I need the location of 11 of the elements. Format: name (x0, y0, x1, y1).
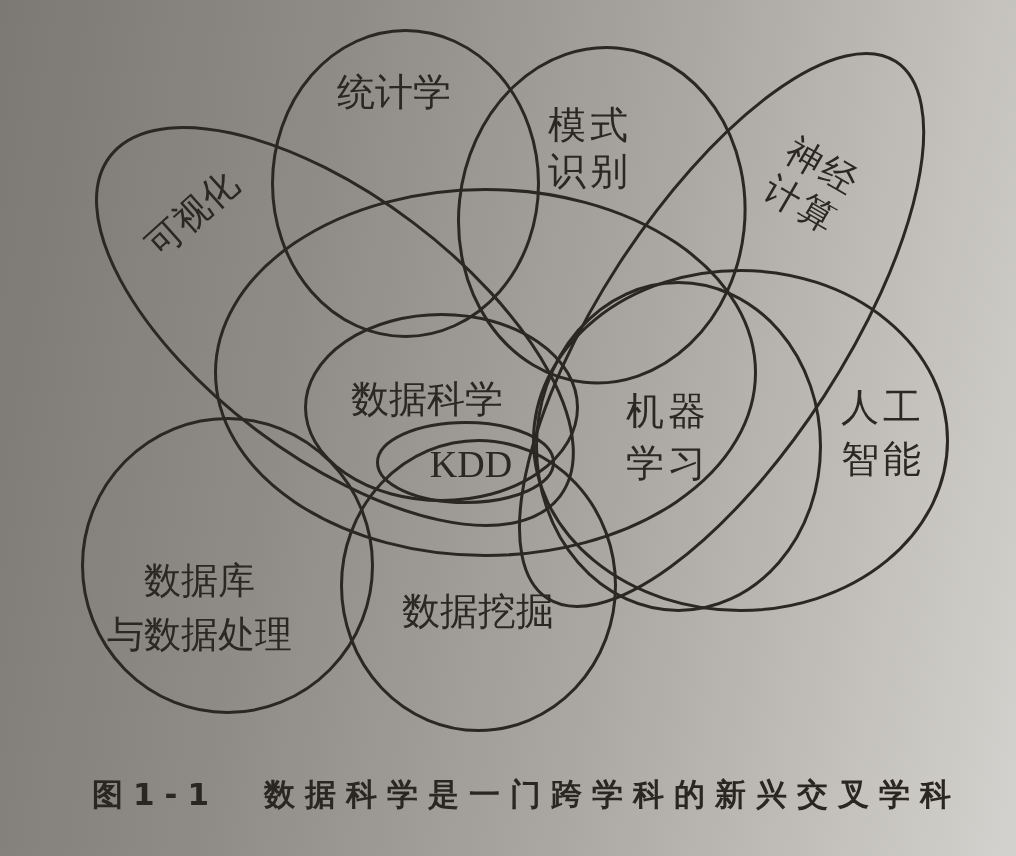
set-label: 统计学 (337, 70, 451, 116)
set-label: 模式识别 (547, 102, 633, 194)
set-label: 可视化 (137, 161, 247, 267)
set-label: 数据科学 (351, 377, 503, 423)
set-label: KDD (429, 442, 513, 488)
set-label: 人工智能 (840, 384, 926, 483)
figure-caption: 图1-1 数据科学是一门跨学科的新兴交叉学科 (92, 775, 961, 814)
set-label: 机器学习 (625, 388, 711, 487)
set-label: 数据库与数据处理 (106, 558, 294, 658)
set-label: 数据挖掘 (402, 589, 554, 635)
set-label: 神经计算 (756, 128, 869, 244)
